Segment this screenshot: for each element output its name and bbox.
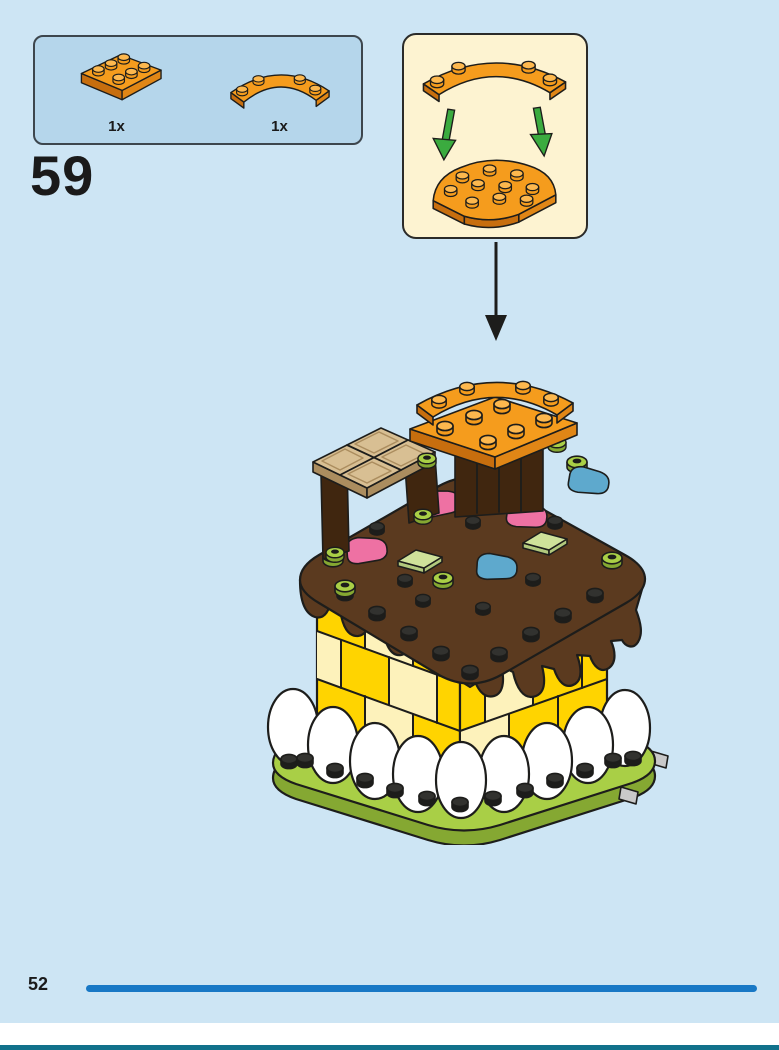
step-number: 59 xyxy=(30,144,95,207)
assembly-inset-illustration xyxy=(422,60,567,229)
orange-subassembly xyxy=(409,380,578,518)
parts-callout-box: 1x 1x xyxy=(33,35,363,145)
blue-candy xyxy=(566,463,612,499)
orange-curved-plate-icon xyxy=(229,74,330,109)
chocolate-bar xyxy=(312,427,440,563)
green-arrow-icon xyxy=(432,108,457,162)
orange-plate-2x3-icon xyxy=(80,53,162,101)
placement-arrow-icon xyxy=(485,242,507,341)
page-number: 52 xyxy=(28,974,49,994)
cake-model-illustration xyxy=(266,380,669,845)
bottom-page-edge xyxy=(0,1045,779,1050)
bottom-page-strip xyxy=(0,1023,779,1045)
part-count-label: 1x xyxy=(108,118,125,135)
part-count-label: 1x xyxy=(271,118,288,135)
part-item-orange-curve: 1x xyxy=(198,37,361,143)
green-arrow-icon xyxy=(529,106,553,158)
assembly-inset-box xyxy=(402,33,588,239)
inset-curved-plate xyxy=(422,60,567,103)
part-item-orange-plate: 1x xyxy=(35,37,198,143)
footer-rule xyxy=(86,985,757,992)
inset-plate-assembly xyxy=(432,159,557,229)
